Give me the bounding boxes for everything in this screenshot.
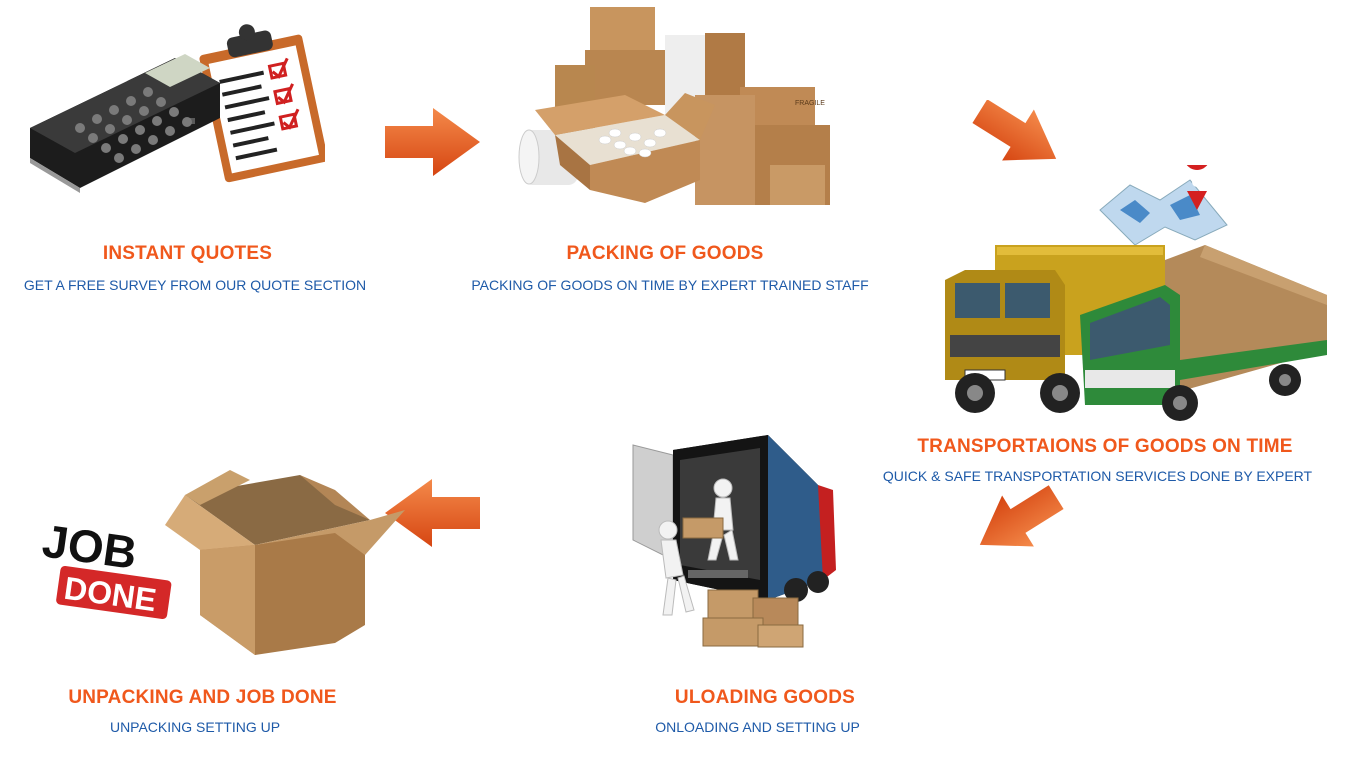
fragile-label: FRAGILE bbox=[795, 100, 825, 107]
calculator-checklist-icon bbox=[25, 18, 325, 193]
step-title: INSTANT QUOTES bbox=[102, 243, 273, 264]
arrow-down-left-icon bbox=[968, 485, 1068, 557]
step-title: PACKING OF GOODS bbox=[566, 243, 764, 264]
arrow-down-right-icon bbox=[968, 100, 1068, 170]
step-title: UNPACKING AND JOB DONE bbox=[68, 687, 337, 708]
step-description: ONLOADING AND SETTING UP bbox=[655, 719, 860, 735]
arrow-left-icon bbox=[385, 479, 480, 547]
unloading-truck-icon bbox=[628, 430, 838, 650]
step-description: GET A FREE SURVEY FROM OUR QUOTE SECTION bbox=[23, 277, 367, 293]
step-title: ULOADING GOODS bbox=[674, 687, 856, 708]
open-box-job-done-icon: JOB DONE bbox=[35, 465, 405, 665]
step-description: PACKING OF GOODS ON TIME BY EXPERT TRAIN… bbox=[471, 277, 869, 293]
cardboard-boxes-icon: FRAGILE bbox=[515, 5, 835, 210]
step-title: TRANSPORTAIONS OF GOODS ON TIME bbox=[917, 436, 1293, 457]
trucks-map-pin-icon bbox=[935, 165, 1330, 423]
arrow-right-icon bbox=[385, 108, 480, 176]
step-description: UNPACKING SETTING UP bbox=[109, 719, 281, 735]
step-description: QUICK & SAFE TRANSPORTATION SERVICES DON… bbox=[882, 468, 1313, 484]
